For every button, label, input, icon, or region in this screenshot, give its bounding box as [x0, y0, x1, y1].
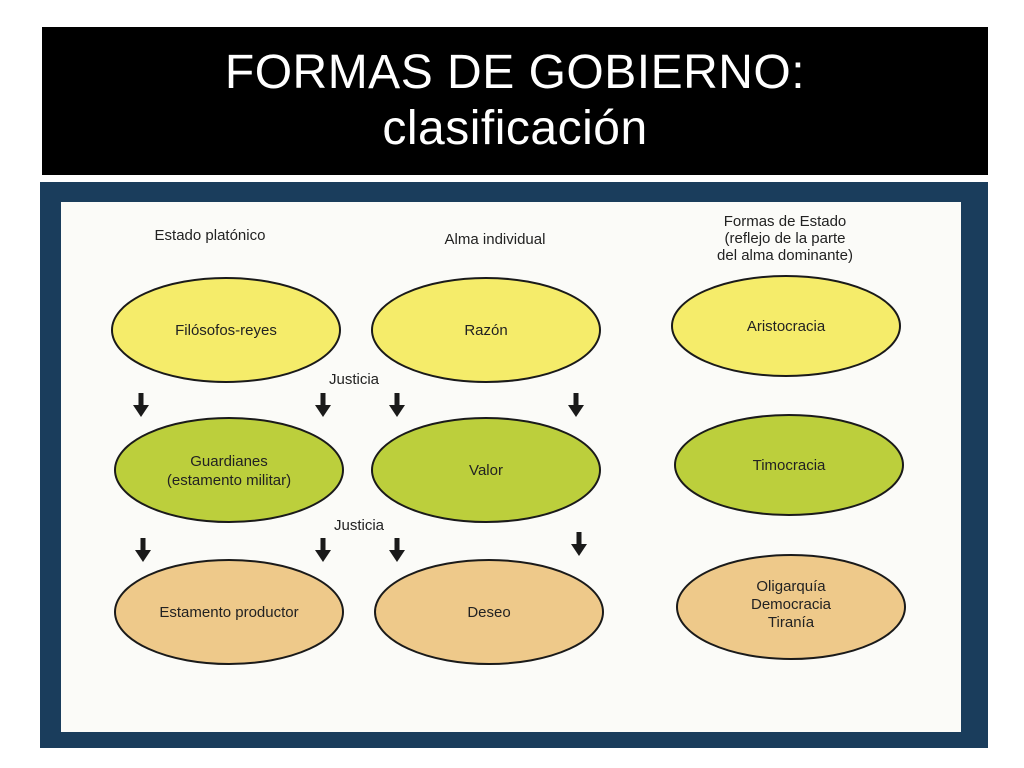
label-tirania: Tiranía [768, 614, 815, 631]
label-guardianes-line-2: (estamento militar) [167, 472, 291, 489]
title-line-1: FORMAS DE GOBIERNO: [224, 46, 806, 99]
header-alma-individual: Alma individual [445, 231, 546, 248]
arrow-down-icon [389, 538, 405, 562]
ellipse-deseo [374, 559, 604, 665]
header-formas-line-3: del alma dominante) [717, 247, 853, 264]
ellipse-guardianes [114, 417, 344, 523]
ellipse-formas-degeneradas [676, 554, 906, 660]
header-estado-platonico: Estado platónico [155, 227, 266, 244]
justicia-label-bottom: Justicia [334, 517, 385, 534]
diagram-paper: Estado platónico Alma individual Formas … [61, 202, 961, 732]
justicia-label-top: Justicia [329, 371, 380, 388]
ellipse-valor [371, 417, 601, 523]
arrow-down-icon [315, 538, 331, 562]
label-aristocracia: Aristocracia [747, 318, 826, 335]
label-valor: Valor [469, 462, 503, 479]
label-oligarquia: Oligarquía [756, 578, 826, 595]
ellipse-aristocracia [671, 275, 901, 377]
label-democracia: Democracia [751, 596, 832, 613]
ellipse-timocracia [674, 414, 904, 516]
arrow-down-icon [133, 393, 149, 417]
label-guardianes-line-1: Guardianes [190, 453, 268, 470]
arrow-down-icon [568, 393, 584, 417]
ellipse-razon [371, 277, 601, 383]
title-line-2: clasificación [382, 102, 648, 155]
arrow-down-icon [571, 532, 587, 556]
label-razon: Razón [464, 322, 507, 339]
arrow-down-icon [315, 393, 331, 417]
label-filosofos-reyes: Filósofos-reyes [175, 322, 277, 339]
title-bar: FORMAS DE GOBIERNO: clasificación [42, 27, 988, 175]
header-formas-line-2: (reflejo de la parte [725, 230, 846, 247]
arrow-down-icon [135, 538, 151, 562]
arrow-down-icon [389, 393, 405, 417]
diagram-svg: Estado platónico Alma individual Formas … [111, 213, 906, 665]
label-deseo: Deseo [467, 604, 510, 621]
header-formas-line-1: Formas de Estado [724, 213, 847, 230]
ellipse-estamento-productor [114, 559, 344, 665]
label-timocracia: Timocracia [753, 457, 826, 474]
label-estamento-productor: Estamento productor [159, 604, 298, 621]
ellipse-filosofos-reyes [111, 277, 341, 383]
